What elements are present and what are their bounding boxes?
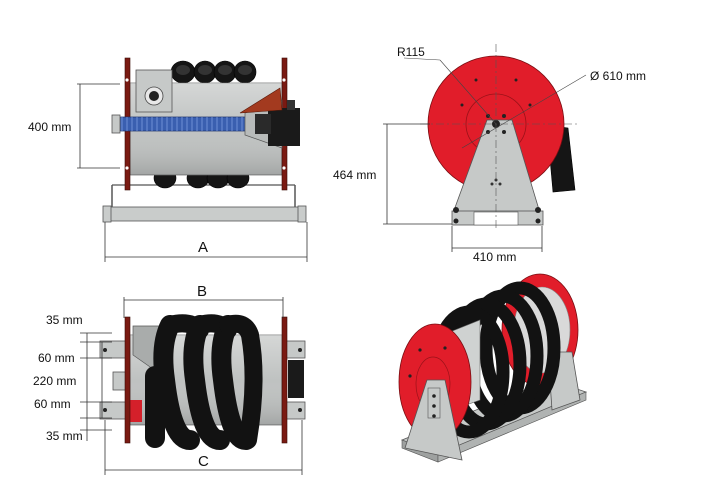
side-base-foot-left: [102, 205, 112, 223]
isometric-view: [398, 273, 588, 463]
dim-35-upper-label: 35 mm: [46, 313, 83, 327]
side-view: 400 mm A: [28, 57, 308, 262]
side-base-frame: [104, 206, 306, 222]
side-hose-top: [170, 60, 257, 84]
dim-464-label: 464 mm: [333, 168, 376, 182]
dim-a-label: A: [198, 239, 208, 256]
top-outlet: [288, 360, 304, 398]
iso-front-stand: [404, 379, 463, 461]
side-outlet-ring: [268, 108, 300, 146]
dim-400-label: 400 mm: [28, 120, 71, 134]
front-view: R115 Ø 610 mm 464 mm 410 mm: [333, 44, 646, 264]
dim-r115-label: R115: [397, 45, 425, 59]
dim-220-label: 220 mm: [33, 374, 76, 388]
top-view: B C 35 mm 60 mm 220 mm 60 mm 35 mm: [33, 283, 306, 475]
dim-60-upper-label: 60 mm: [38, 351, 75, 365]
leader-diameter: [461, 74, 587, 149]
top-hose-coils: [145, 314, 263, 450]
side-bracket: [239, 87, 283, 114]
dim-diameter-label: Ø 610 mm: [590, 69, 646, 83]
top-flange-right: [281, 316, 288, 444]
side-axle-fitting: [111, 114, 121, 134]
dim-b-label: B: [197, 283, 207, 300]
side-base-foot-right: [297, 205, 307, 223]
dim-c-label: C: [198, 453, 209, 470]
dim-60-lower-label: 60 mm: [34, 397, 71, 411]
dim-410-label: 410 mm: [473, 250, 516, 264]
top-flange-left: [124, 316, 131, 444]
top-red-plate: [130, 400, 142, 422]
dim-35-lower-label: 35 mm: [46, 429, 83, 443]
leader-r115: [439, 59, 497, 125]
